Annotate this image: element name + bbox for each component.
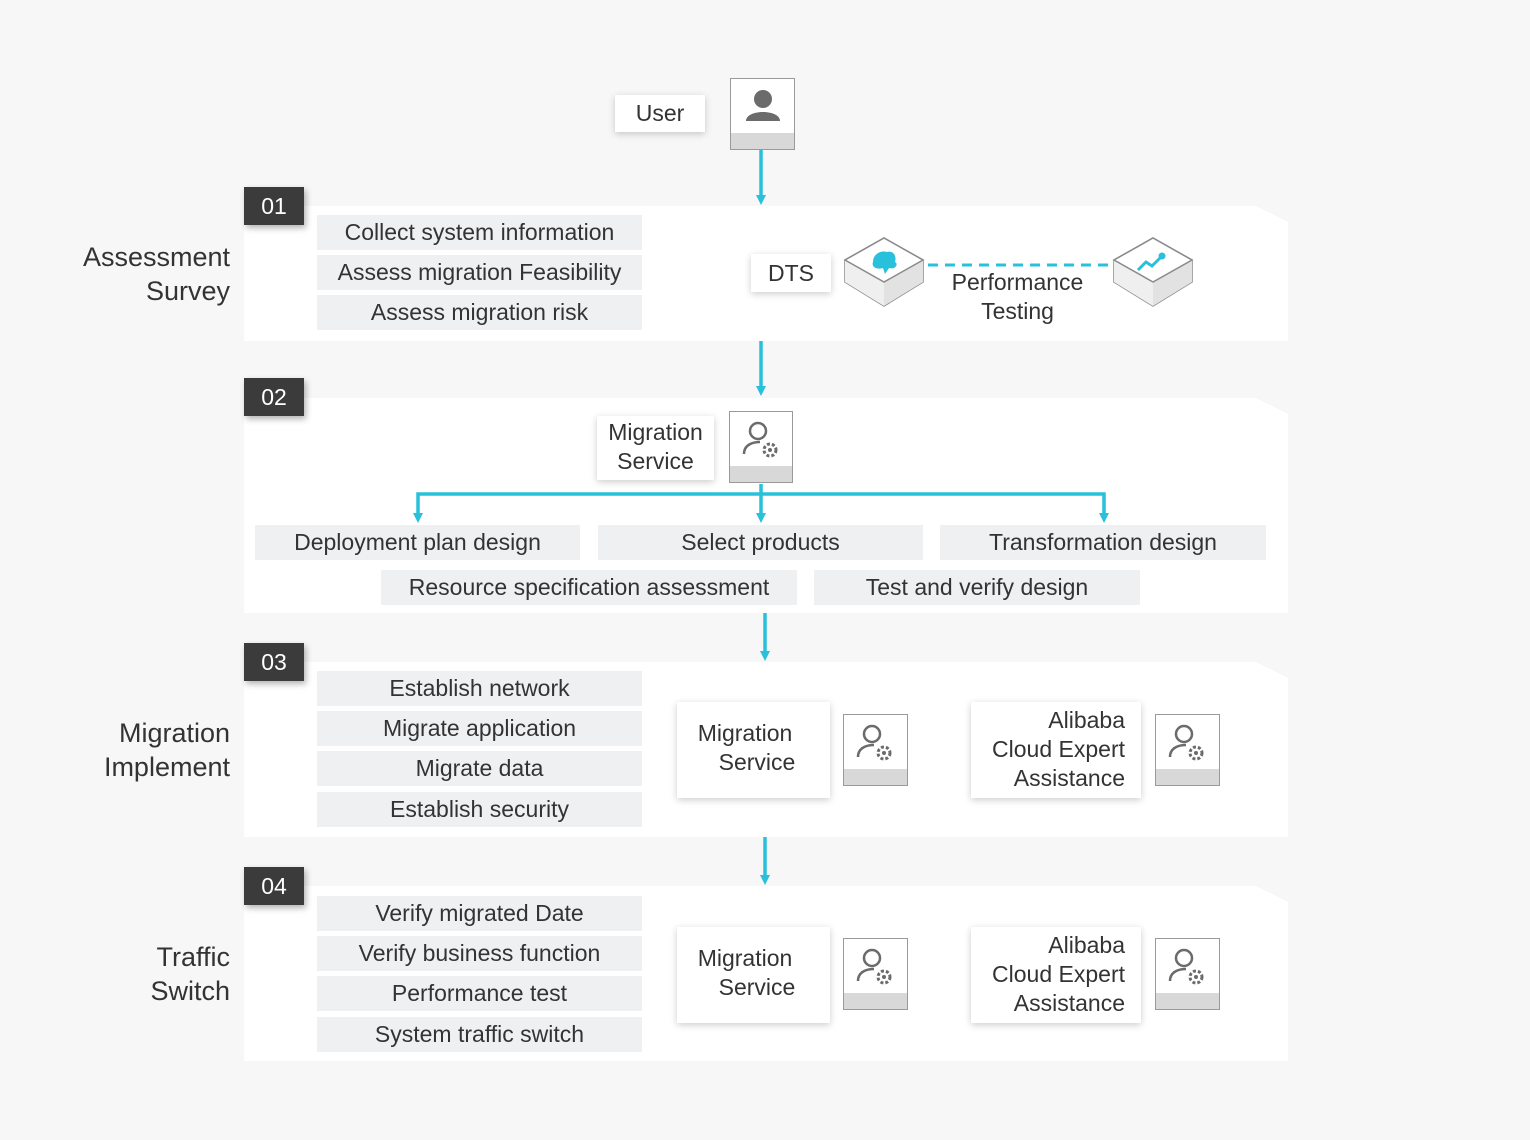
performance-testing-label: Performance Testing xyxy=(935,268,1100,326)
list-item: Assess migration risk xyxy=(317,295,642,330)
step-02-badge: 02 xyxy=(244,378,304,416)
step-04-badge: 04 xyxy=(244,867,304,905)
step-04-title: Traffic Switch xyxy=(150,942,230,1006)
performance-testing-icon xyxy=(1112,237,1194,307)
dts-icon xyxy=(843,237,925,307)
expert-assistance-label: Alibaba Cloud Expert Assistance xyxy=(971,702,1141,798)
service-icon-box xyxy=(843,714,908,786)
service-gear-user-icon xyxy=(856,724,892,761)
list-item: Collect system information xyxy=(317,215,642,250)
list-item: Transformation design xyxy=(940,525,1266,560)
list-item: Verify business function xyxy=(317,936,642,971)
expert-gear-user-icon xyxy=(1168,948,1204,985)
list-item: System traffic switch xyxy=(317,1017,642,1052)
expert-gear-user-icon xyxy=(1168,724,1204,761)
list-item: Performance test xyxy=(317,976,642,1011)
arrow-branch-left xyxy=(413,492,761,523)
user-icon-box xyxy=(730,78,795,150)
migration-service-label: Migration Service xyxy=(677,927,830,1023)
expert-icon-box xyxy=(1155,714,1220,786)
migration-service-label: Migration Service xyxy=(677,702,830,798)
service-gear-user-icon xyxy=(856,948,892,985)
list-item: Establish security xyxy=(317,792,642,827)
list-item: Assess migration Feasibility xyxy=(317,255,642,290)
step-01-title: Assessment Survey xyxy=(82,242,230,306)
list-item: Establish network xyxy=(317,671,642,706)
arrow-branch-right xyxy=(761,492,1109,523)
dts-label: DTS xyxy=(751,254,831,292)
list-item: Select products xyxy=(598,525,923,560)
service-gear-user-icon xyxy=(742,421,778,458)
migration-service-label: Migration Service xyxy=(597,416,714,480)
list-item: Migrate application xyxy=(317,711,642,746)
service-icon-box xyxy=(843,938,908,1010)
user-label: User xyxy=(615,95,705,132)
step-03-title: Migration Implement xyxy=(103,718,230,782)
list-item: Deployment plan design xyxy=(255,525,580,560)
service-icon-box xyxy=(729,411,793,483)
list-item: Test and verify design xyxy=(814,570,1140,605)
expert-icon-box xyxy=(1155,938,1220,1010)
step-01-badge: 01 xyxy=(244,187,304,225)
step-03-badge: 03 xyxy=(244,643,304,681)
list-item: Resource specification assessment xyxy=(381,570,797,605)
list-item: Verify migrated Date xyxy=(317,896,642,931)
expert-assistance-label: Alibaba Cloud Expert Assistance xyxy=(971,927,1141,1023)
user-icon xyxy=(746,90,780,121)
list-item: Migrate data xyxy=(317,751,642,786)
